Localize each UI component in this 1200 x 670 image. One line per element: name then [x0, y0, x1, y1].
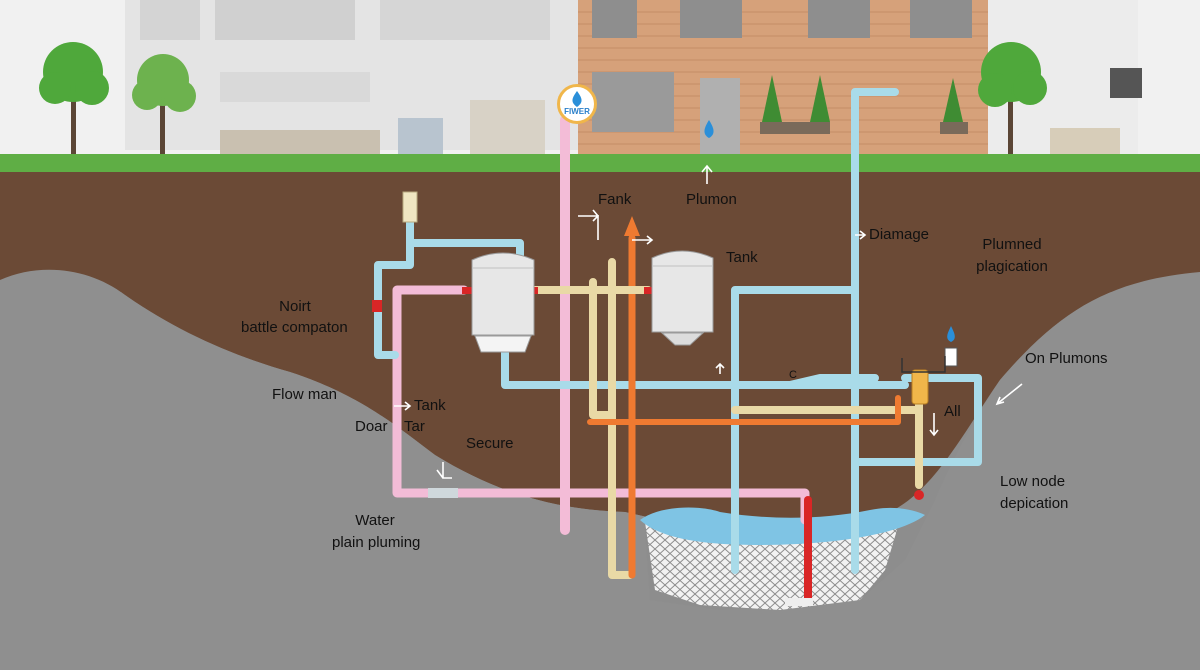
storage-tank-icon: [471, 252, 535, 353]
label-plumon: Plumon: [686, 191, 737, 208]
label-plumned: Plumned: [982, 236, 1042, 253]
tree-icon: [39, 42, 109, 158]
label-c-mark: C: [789, 369, 797, 381]
water-drop-icon: [704, 120, 714, 138]
water-drop-icon: [572, 91, 582, 107]
bedrock: [0, 269, 1200, 670]
label-low-node: Low node: [1000, 473, 1066, 490]
beige-pipe: [589, 278, 616, 419]
label-doar: Doar: [355, 418, 388, 435]
label-noirt: Noirt: [279, 298, 311, 315]
label-plagication: plagication: [976, 258, 1048, 275]
planter-box: [760, 122, 830, 134]
label-diamage: Diamage: [869, 226, 930, 243]
label-plain-pluming: plain pluming: [332, 534, 421, 551]
water-drop-icon: [947, 326, 955, 342]
valve-icon: [372, 300, 382, 312]
label-all: All: [944, 403, 961, 420]
label-water: Water: [355, 512, 395, 529]
label-tar: Tar: [404, 418, 425, 435]
arrow-icon: [624, 216, 640, 236]
label-secure: Secure: [466, 435, 514, 452]
label-battle-compaton: battle compaton: [241, 319, 348, 336]
label-tank-right: Tank: [726, 249, 758, 266]
grass-strip: [0, 154, 1200, 174]
fiwer-badge: FIWER: [557, 84, 597, 124]
fiwer-label: FIWER: [564, 107, 590, 116]
label-flow-man: Flow man: [272, 386, 338, 403]
tree-icon: [132, 54, 196, 158]
label-depication: depication: [1000, 495, 1069, 512]
valve-icon: [901, 347, 958, 500]
label-fank: Fank: [598, 191, 632, 208]
label-tank-left: Tank: [414, 397, 446, 414]
storage-tank-icon: [651, 250, 714, 346]
blue-main-pipe: [501, 336, 909, 389]
label-on-plumons: On Plumons: [1025, 350, 1108, 367]
tree-icon: [978, 42, 1047, 158]
